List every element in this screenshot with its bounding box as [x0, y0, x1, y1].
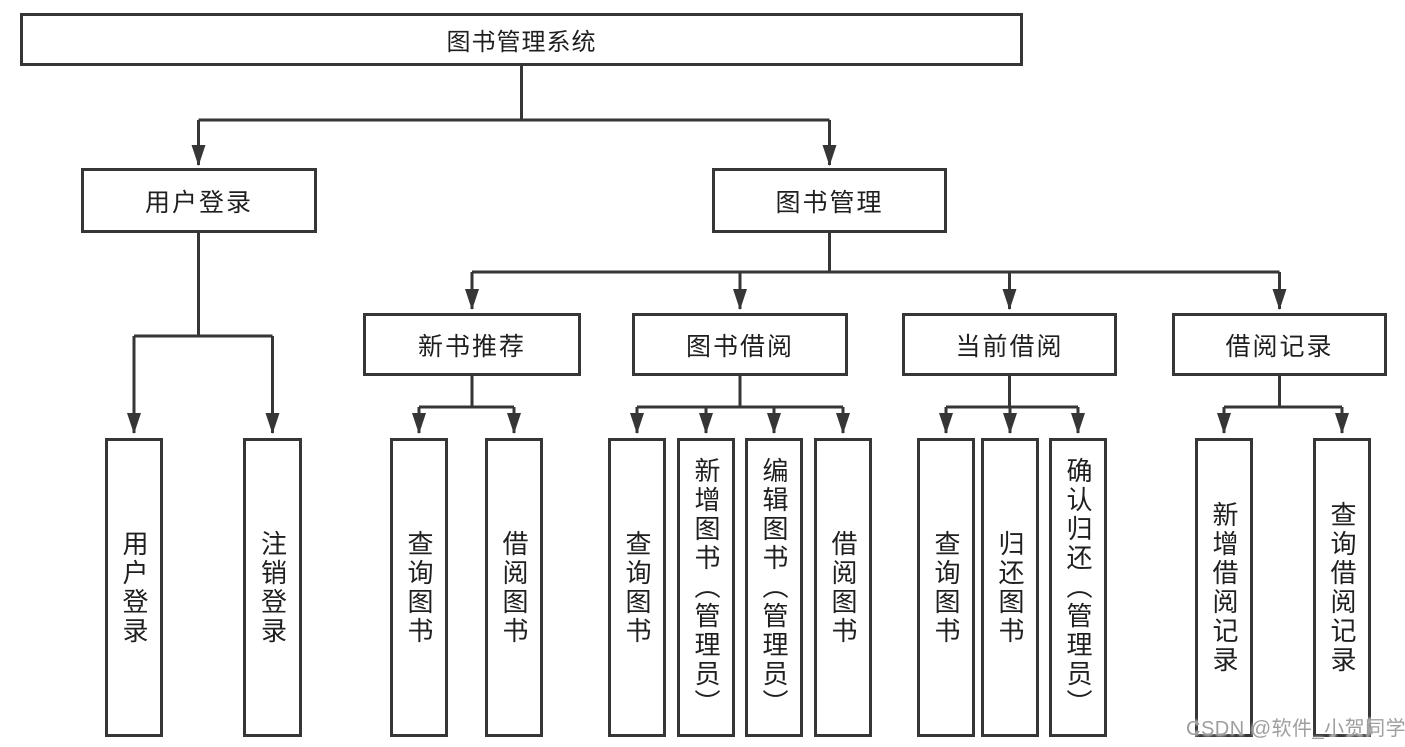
leaf-nbr-query-book: 查询图书 — [390, 438, 448, 737]
leaf-cb-confirm-return-admin: 确认归还（管理员） — [1049, 438, 1107, 737]
node-current-borrow: 当前借阅 — [902, 313, 1117, 376]
node-label: 当前借阅 — [955, 332, 1064, 361]
node-label: 注销登录 — [257, 529, 288, 646]
node-label: 用户登录 — [119, 529, 150, 646]
node-label: 新增图书（管理员） — [691, 457, 722, 718]
leaf-user-login: 用户登录 — [105, 438, 163, 737]
node-new-book-recommend: 新书推荐 — [363, 313, 581, 376]
leaf-bb-edit-book-admin: 编辑图书（管理员） — [745, 438, 803, 737]
node-label: 查询借阅记录 — [1327, 500, 1358, 675]
leaf-bb-add-book-admin: 新增图书（管理员） — [677, 438, 735, 737]
node-label: 查询图书 — [622, 529, 653, 646]
node-label: 查询图书 — [404, 529, 435, 646]
node-label: 用户登录 — [144, 188, 253, 217]
node-label: 新增借阅记录 — [1209, 500, 1240, 675]
leaf-br-add-record: 新增借阅记录 — [1195, 438, 1253, 737]
node-label: 借阅图书 — [499, 529, 530, 646]
leaf-bb-borrow-book: 借阅图书 — [814, 438, 872, 737]
node-label: 图书借阅 — [685, 332, 794, 361]
node-label: 查询图书 — [931, 529, 962, 646]
node-label: 图书管理 — [775, 188, 884, 217]
node-label: 确认归还（管理员） — [1063, 457, 1094, 718]
connector-arrow-stubs — [127, 120, 1349, 434]
leaf-cb-query-book: 查询图书 — [917, 438, 975, 737]
node-book-management: 图书管理 — [712, 168, 947, 233]
node-label: 归还图书 — [995, 529, 1026, 646]
node-label: 借阅记录 — [1225, 332, 1334, 361]
leaf-cb-return-book: 归还图书 — [981, 438, 1039, 737]
node-label: 编辑图书（管理员） — [759, 457, 790, 718]
watermark-text: CSDN @软件_小贺同学 — [1186, 718, 1405, 740]
leaf-bb-query-book: 查询图书 — [608, 438, 666, 737]
node-user-login-group: 用户登录 — [81, 168, 317, 233]
leaf-nbr-borrow-book: 借阅图书 — [485, 438, 543, 737]
node-borrow-record: 借阅记录 — [1172, 313, 1387, 376]
node-book-borrow: 图书借阅 — [632, 313, 848, 376]
node-label: 新书推荐 — [417, 332, 526, 361]
node-label: 借阅图书 — [828, 529, 859, 646]
node-label: 图书管理系统 — [446, 29, 597, 56]
connector-trunk-lines — [134, 66, 1342, 409]
leaf-br-query-record: 查询借阅记录 — [1313, 438, 1371, 737]
node-library-management-system: 图书管理系统 — [20, 13, 1023, 66]
leaf-logout: 注销登录 — [243, 438, 302, 737]
